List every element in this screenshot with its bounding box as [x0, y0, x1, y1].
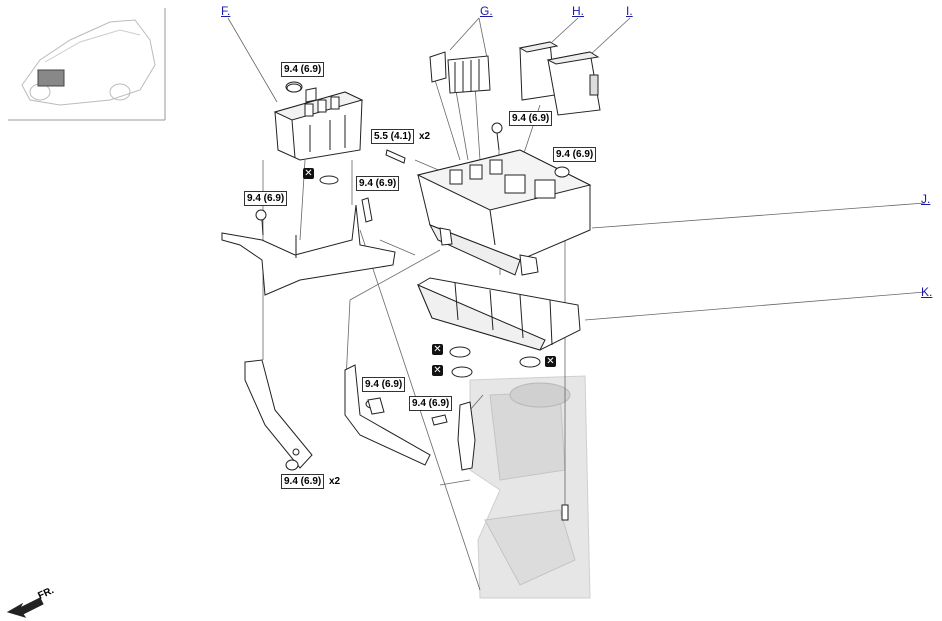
fuse-block-part: [429, 51, 491, 94]
torque-spec-nut-lower: 9.4 (6.9): [281, 474, 325, 489]
main-fuse-box-part: [416, 149, 592, 276]
callout-k[interactable]: K.: [921, 285, 933, 299]
lower-left-bracket-part: [244, 359, 313, 469]
fasteners: [255, 83, 570, 521]
torque-spec-box-bolt: 9.4 (6.9): [509, 111, 553, 126]
callout-f[interactable]: F.: [221, 4, 231, 18]
callout-h[interactable]: H.: [572, 4, 584, 18]
small-bracket-part: [457, 401, 476, 471]
torque-spec-bracket-bolt-2: 9.4 (6.9): [356, 176, 400, 191]
replace-part-icon: ✕: [303, 168, 314, 179]
quantity-lower-nut: x2: [329, 476, 341, 487]
front-direction-arrow: [6, 597, 44, 618]
callout-j[interactable]: J.: [921, 192, 931, 206]
control-modules-part: [518, 41, 601, 116]
callout-g[interactable]: G.: [480, 4, 493, 18]
torque-spec-lower-bracket: 9.4 (6.9): [362, 377, 406, 392]
torque-spec-bracket-bolt: 9.4 (6.9): [244, 191, 288, 206]
upper-bracket-part: [221, 204, 396, 296]
quantity-upper-bolt: x2: [419, 131, 431, 142]
replace-part-icon: ✕: [545, 356, 556, 367]
relay-box-part: [273, 81, 364, 161]
clips: [319, 175, 541, 378]
callout-i[interactable]: I.: [626, 4, 633, 18]
body-structure-background: [469, 375, 591, 599]
replace-part-icon: ✕: [432, 344, 443, 355]
lower-tray-part: [417, 277, 581, 351]
replace-part-icon: ✕: [432, 365, 443, 376]
torque-spec-small-bracket: 9.4 (6.9): [409, 396, 453, 411]
torque-spec-box-nut: 9.4 (6.9): [553, 147, 597, 162]
torque-spec-bolt-upper: 5.5 (4.1): [371, 129, 415, 144]
vehicle-locator-thumbnail: [8, 8, 166, 121]
torque-spec-relay-box: 9.4 (6.9): [281, 62, 325, 77]
